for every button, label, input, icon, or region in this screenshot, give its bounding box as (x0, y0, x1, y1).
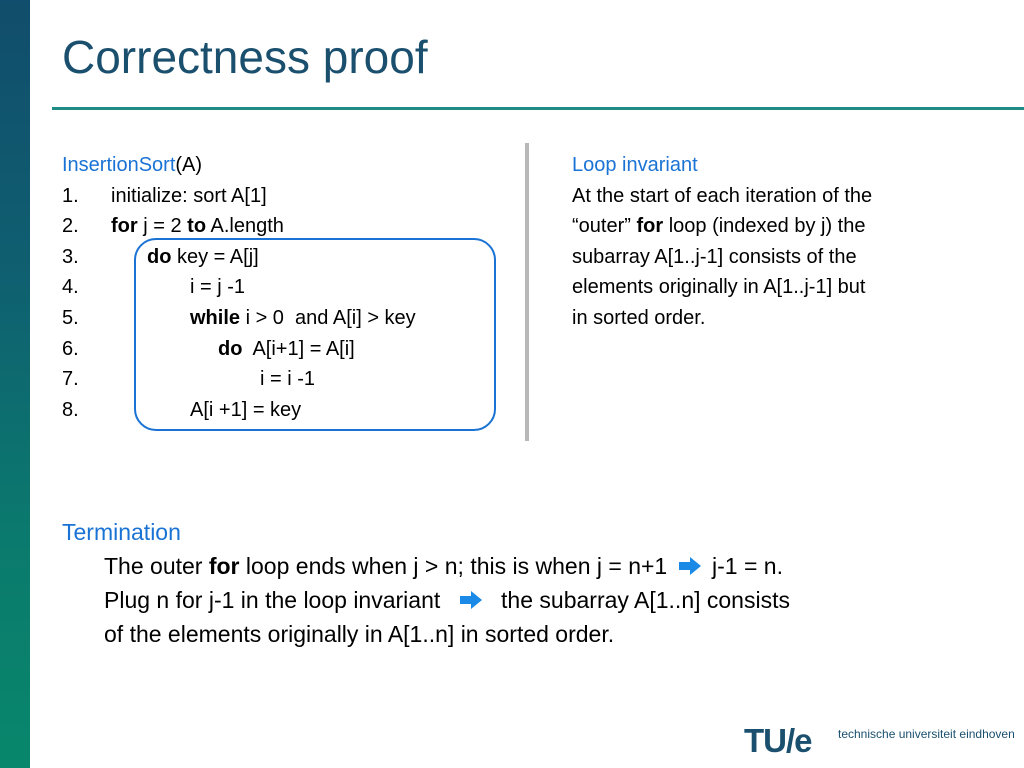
invariant-text-part: loop (indexed by j) the (663, 215, 866, 238)
code-line-4: 4. i = j -1 (62, 272, 502, 303)
line-number: 4. (62, 276, 79, 299)
code-text: initialize: sort A[1] (111, 184, 267, 207)
algorithm-param: (A) (175, 154, 203, 176)
invariant-text: in sorted order. (572, 306, 706, 329)
invariant-heading: Loop invariant (572, 154, 698, 176)
code-text: A[i+1] = A[i] (242, 337, 355, 360)
line-number: 2. (62, 215, 79, 238)
line-number: 8. (62, 398, 79, 421)
code-text: A[i +1] = key (190, 398, 302, 421)
column-divider (525, 143, 529, 441)
termination-text: Plug n for j-1 in the loop invariant the… (104, 583, 992, 617)
code-text: i > 0 and A[i] > key (240, 306, 416, 329)
termination-text-part: loop ends when j > n; this is when j = n… (239, 553, 668, 579)
termination-text-part: The outer (104, 553, 209, 579)
code-line-6: 6. do A[i+1] = A[i] (62, 334, 502, 365)
slide-title: Correctness proof (62, 31, 428, 83)
algorithm-header: InsertionSort(A) (62, 150, 502, 181)
loop-body-highlight (134, 238, 496, 431)
keyword: do (218, 337, 243, 360)
algorithm-block: InsertionSort(A) 1. initialize: sort A[1… (62, 150, 502, 425)
invariant-text: subarray A[1..j-1] consists of the (572, 245, 857, 268)
keyword: for (208, 553, 240, 579)
termination-text: The outer for loop ends when j > n; this… (104, 549, 992, 583)
termination-heading: Termination (62, 519, 181, 545)
code-line-5: 5. while i > 0 and A[i] > key (62, 303, 502, 334)
invariant-text: “outer” for loop (indexed by j) the (572, 211, 972, 242)
termination-block: Termination The outer for loop ends when… (62, 515, 992, 651)
keyword: for (111, 215, 138, 238)
code-line-7: 7. i = i -1 (62, 364, 502, 395)
line-number: 5. (62, 306, 79, 329)
code-text: i = i -1 (260, 368, 316, 391)
code-line-3: 3. do key = A[j] (62, 242, 502, 273)
code-text: A.length (206, 215, 284, 238)
loop-invariant-block: Loop invariant At the start of each iter… (572, 150, 972, 334)
invariant-text: At the start of each iteration of the (572, 184, 873, 207)
title-rule (52, 107, 1024, 110)
right-arrow-icon (678, 556, 701, 575)
termination-text-part: Plug n for j-1 in the loop invariant (104, 587, 441, 613)
logo-mark: TU/e (744, 722, 813, 759)
invariant-text-part: “outer” (572, 215, 637, 238)
line-number: 6. (62, 337, 79, 360)
logo-text: technische universiteit eindhoven (838, 727, 1015, 741)
code-line-2: 2. for j = 2 to A.length (62, 211, 502, 242)
line-number: 7. (62, 368, 79, 391)
termination-text-part: j-1 = n. (705, 553, 783, 579)
invariant-text: elements originally in A[1..j-1] but (572, 276, 866, 299)
termination-text: of the elements originally in A[1..n] in… (104, 621, 615, 647)
keyword: for (636, 215, 664, 238)
right-arrow-icon (459, 590, 482, 609)
code-text: j = 2 (137, 215, 188, 238)
keyword: while (190, 306, 241, 329)
keyword: to (187, 215, 207, 238)
termination-body: The outer for loop ends when j > n; this… (104, 549, 992, 651)
algorithm-name: InsertionSort (62, 154, 176, 176)
code-text: i = j -1 (190, 276, 246, 299)
code-text: key = A[j] (171, 245, 259, 268)
line-number: 3. (62, 245, 79, 268)
termination-text-part: the subarray A[1..n] consists (494, 587, 790, 613)
code-line-8: 8. A[i +1] = key (62, 395, 502, 426)
code-line-1: 1. initialize: sort A[1] (62, 181, 502, 212)
line-number: 1. (62, 184, 79, 207)
side-bar (0, 0, 30, 768)
